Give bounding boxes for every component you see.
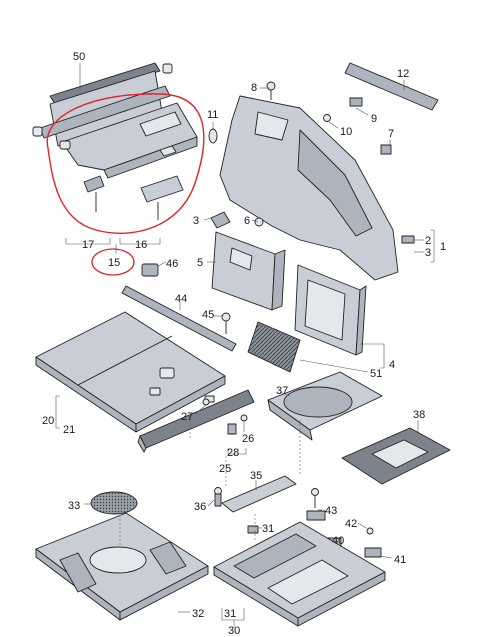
callout-5: 5 <box>197 257 203 269</box>
callout-numbers: 50 8 12 11 9 10 7 6 3 2 1 3 17 16 15 5 4… <box>42 51 446 637</box>
part-28-loading-sill <box>137 389 255 453</box>
callout-17: 17 <box>82 239 94 251</box>
callout-12: 12 <box>397 68 409 80</box>
part-5-side-compartment <box>211 231 286 311</box>
part-50-roller-blind <box>32 62 173 147</box>
part-44-rail <box>121 285 237 352</box>
part-33-round-cover <box>90 491 138 515</box>
callout-11: 11 <box>207 109 218 121</box>
callout-10: 10 <box>340 126 352 138</box>
part-32-lower-frame-left <box>35 512 209 621</box>
callout-41: 41 <box>394 554 406 566</box>
callout-40: 40 <box>332 535 344 547</box>
leader-lines <box>55 63 435 628</box>
part-35-cover-strip <box>221 475 297 513</box>
part-37-storage-tray <box>267 371 383 441</box>
callout-43: 43 <box>325 505 337 517</box>
callout-44: 44 <box>175 293 187 305</box>
callout-42: 42 <box>345 518 357 530</box>
callout-51: 51 <box>370 368 382 380</box>
callout-33: 33 <box>68 500 80 512</box>
part-45-screw <box>221 312 231 334</box>
callout-3-lower: 3 <box>425 247 431 259</box>
callout-2: 2 <box>425 235 431 247</box>
callout-20: 20 <box>42 415 54 427</box>
part-1-side-trim-panel <box>219 95 399 281</box>
callout-3-upper: 3 <box>193 215 199 227</box>
callout-45: 45 <box>202 309 214 321</box>
callout-31-upper: 31 <box>262 523 274 535</box>
callout-31-lower: 31 <box>224 608 236 620</box>
callout-26: 26 <box>242 433 254 445</box>
part-17-parcel-shelf <box>59 102 198 179</box>
small-fixings-upper <box>208 81 415 244</box>
callout-38: 38 <box>413 409 425 421</box>
callout-4: 4 <box>389 359 395 371</box>
part-46-clip <box>141 263 159 277</box>
part-38-floor-mat <box>341 427 451 485</box>
part-12-trim-strip <box>344 62 439 111</box>
callout-25: 25 <box>219 463 231 475</box>
callout-36: 36 <box>194 501 206 513</box>
callout-50: 50 <box>73 51 85 63</box>
callout-15: 15 <box>108 257 120 269</box>
callout-8: 8 <box>251 82 257 94</box>
callout-1: 1 <box>440 241 446 253</box>
part-20-loading-floor <box>35 311 226 433</box>
red-annotation-marks <box>46 93 205 276</box>
callout-6: 6 <box>244 215 250 227</box>
part-51-grille <box>247 321 301 373</box>
annotation-ellipse-shelf <box>46 93 205 234</box>
part-4-compartment-cover <box>294 264 367 356</box>
small-fixings-sill <box>202 398 248 435</box>
callout-46: 46 <box>166 258 178 270</box>
callout-35: 35 <box>250 470 262 482</box>
callout-7: 7 <box>388 128 394 140</box>
part-30-lower-frame-right <box>213 521 386 627</box>
callout-30: 30 <box>228 625 240 637</box>
callout-9: 9 <box>371 113 377 125</box>
callout-32: 32 <box>192 608 204 620</box>
callout-28: 28 <box>227 447 239 459</box>
callout-21: 21 <box>63 424 75 436</box>
callout-27: 27 <box>181 411 193 423</box>
part-16-bracket-set <box>83 175 184 220</box>
callout-37: 37 <box>276 385 288 397</box>
callout-16: 16 <box>135 239 147 251</box>
annotation-ellipse-15 <box>91 248 135 276</box>
